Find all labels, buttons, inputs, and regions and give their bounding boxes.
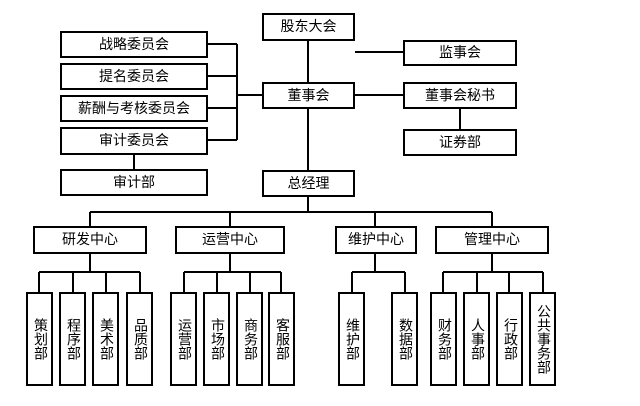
board-secretary-box: 董事会秘书 [403, 82, 517, 109]
nomination-committee-box: 提名委员会 [60, 63, 208, 90]
dept-quality: 品质部 [126, 292, 153, 386]
compensation-committee-box: 薪酬与考核委员会 [60, 95, 208, 122]
shareholders-meeting-box: 股东大会 [262, 13, 355, 41]
strategy-committee-box: 战略委员会 [60, 31, 208, 58]
general-manager-box: 总经理 [262, 170, 355, 197]
dept-marketing: 市场部 [203, 292, 230, 386]
dept-business: 商务部 [236, 292, 263, 386]
dept-planning: 策划部 [26, 292, 53, 386]
audit-dept-box: 审计部 [60, 169, 208, 196]
dept-art: 美术部 [92, 292, 119, 386]
dept-programming: 程序部 [59, 292, 86, 386]
dept-hr: 人事部 [463, 292, 490, 386]
rd-center-box: 研发中心 [33, 226, 147, 254]
ops-center-box: 运营中心 [175, 226, 285, 254]
dept-operations: 运营部 [170, 292, 197, 386]
dept-data: 数据部 [391, 292, 418, 386]
board-box: 董事会 [262, 82, 355, 109]
maint-center-box: 维护中心 [335, 226, 417, 254]
mgmt-center-box: 管理中心 [435, 226, 549, 254]
securities-dept-box: 证券部 [403, 129, 517, 156]
dept-finance: 财务部 [430, 292, 457, 386]
dept-admin: 行政部 [496, 292, 523, 386]
supervisors-box: 监事会 [403, 40, 517, 66]
dept-public-affairs: 公共事务部 [529, 292, 556, 386]
audit-committee-box: 审计委员会 [60, 127, 208, 155]
dept-customer-service: 客服部 [268, 292, 295, 386]
dept-maintenance: 维护部 [338, 292, 365, 386]
